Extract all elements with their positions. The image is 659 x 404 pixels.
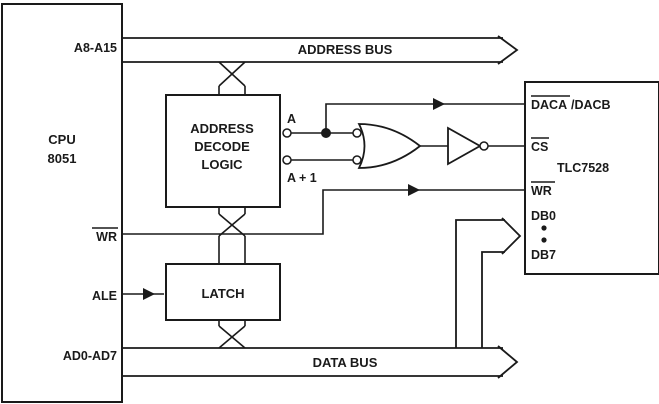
dac-part-number: TLC7528 — [557, 161, 609, 175]
decoder-output-a-label: A — [287, 112, 296, 126]
dac-pin-daca: DACA — [531, 98, 567, 112]
decoder-output-a1-label: A + 1 — [287, 171, 317, 185]
inverter-gate — [447, 126, 482, 166]
terminal-a1 — [282, 155, 292, 165]
terminal-a — [282, 128, 292, 138]
latch-label: LATCH — [201, 286, 244, 301]
dac-pin-wr: WR — [531, 184, 552, 198]
db-ellipsis-dot-1 — [541, 225, 547, 231]
arrow-wr — [408, 184, 420, 196]
cpu-part-number: 8051 — [48, 151, 77, 166]
or-gate — [357, 123, 422, 169]
address-decode-logic-block — [165, 94, 281, 208]
dac-pin-dacb: /DACB — [571, 98, 611, 112]
cpu-label: CPU — [48, 132, 75, 147]
latch-to-decoder-tap — [218, 207, 246, 264]
latch-block — [165, 263, 281, 321]
address-bus-tap — [218, 61, 246, 95]
pin-label-wr: WR — [96, 230, 117, 244]
data-bus — [122, 345, 519, 379]
address-bus — [122, 35, 519, 65]
dac-pin-db7: DB7 — [531, 248, 556, 262]
dac-tlc7528-block — [524, 81, 659, 275]
decoder-label-2: DECODE — [194, 139, 250, 154]
decoder-label-1: ADDRESS — [190, 121, 254, 136]
data-bus-label: DATA BUS — [313, 355, 378, 370]
arrow-daca — [433, 98, 445, 110]
decoder-label-3: LOGIC — [201, 157, 243, 172]
pin-label-ad0-ad7: AD0-AD7 — [63, 349, 117, 363]
dac-pin-cs: CS — [531, 140, 548, 154]
db-ellipsis-dot-2 — [541, 237, 547, 243]
dac-pin-db0: DB0 — [531, 209, 556, 223]
arrow-ale — [143, 288, 155, 300]
pin-label-a8-a15: A8-A15 — [74, 41, 117, 55]
cpu-block — [1, 3, 123, 403]
inverter-bubble — [479, 141, 489, 151]
data-bus-to-latch-tap — [218, 320, 246, 349]
pin-label-ale: ALE — [92, 289, 117, 303]
or-input-bubble-a — [352, 128, 362, 138]
or-input-bubble-a1 — [352, 155, 362, 165]
dac-data-bus-tap — [455, 217, 522, 348]
address-bus-label: ADDRESS BUS — [298, 42, 393, 57]
